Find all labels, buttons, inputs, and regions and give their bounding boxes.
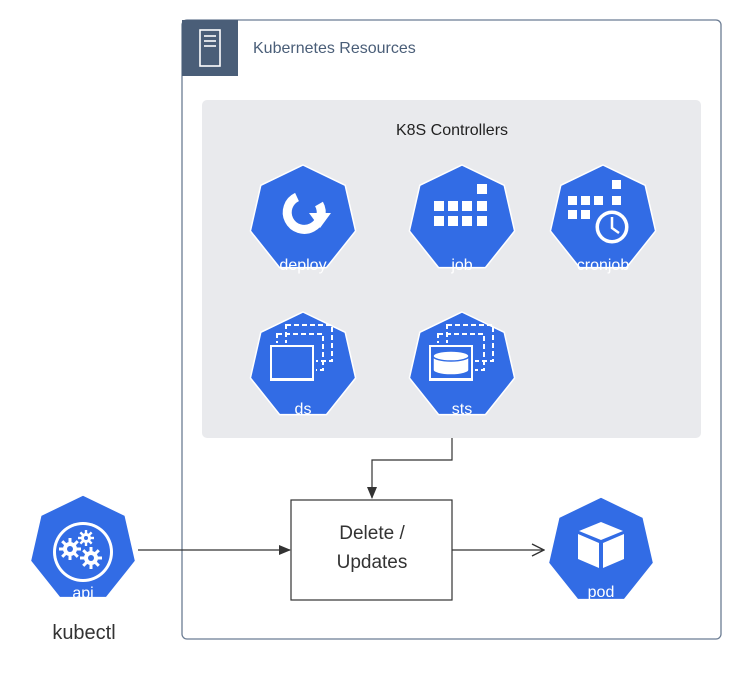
heptagon-shape — [547, 496, 655, 601]
cronjob-node[interactable]: cronjob — [549, 164, 657, 274]
pod-node[interactable]: pod — [547, 496, 655, 601]
controllers-to-process-arrow — [367, 438, 453, 499]
pod-label: pod — [588, 584, 615, 601]
job-node[interactable]: job — [408, 164, 516, 274]
cronjob-icon — [568, 180, 632, 247]
server-icon — [199, 29, 221, 67]
controllers-title: K8S Controllers — [396, 122, 508, 139]
api-icon — [53, 522, 113, 582]
api-node[interactable]: api — [29, 494, 137, 602]
process-label-line1: Delete / — [339, 523, 405, 544]
pod-icon — [578, 522, 624, 568]
group-header-tile — [182, 20, 238, 76]
deploy-label: deploy — [279, 257, 326, 274]
deploy-node[interactable]: deploy — [249, 164, 357, 274]
ds-node[interactable]: ds — [249, 311, 357, 418]
deploy-icon — [282, 192, 331, 234]
sts-label: sts — [452, 401, 472, 418]
job-icon — [434, 184, 487, 226]
ds-icon — [268, 324, 333, 383]
process-frame — [290, 499, 453, 601]
kubectl-caption: kubectl — [52, 622, 115, 644]
api-label: api — [72, 585, 93, 602]
process-label-line2: Updates — [337, 552, 408, 573]
sts-node[interactable]: sts — [408, 311, 516, 418]
cronjob-label: cronjob — [577, 257, 630, 274]
sts-icon — [427, 324, 494, 383]
connectors — [138, 438, 544, 550]
ds-label: ds — [295, 401, 312, 418]
delete-updates-box[interactable]: Delete / Updates — [290, 499, 453, 601]
job-label: job — [450, 257, 472, 274]
group-title: Kubernetes Resources — [253, 40, 416, 57]
heptagon-shape — [249, 164, 357, 269]
